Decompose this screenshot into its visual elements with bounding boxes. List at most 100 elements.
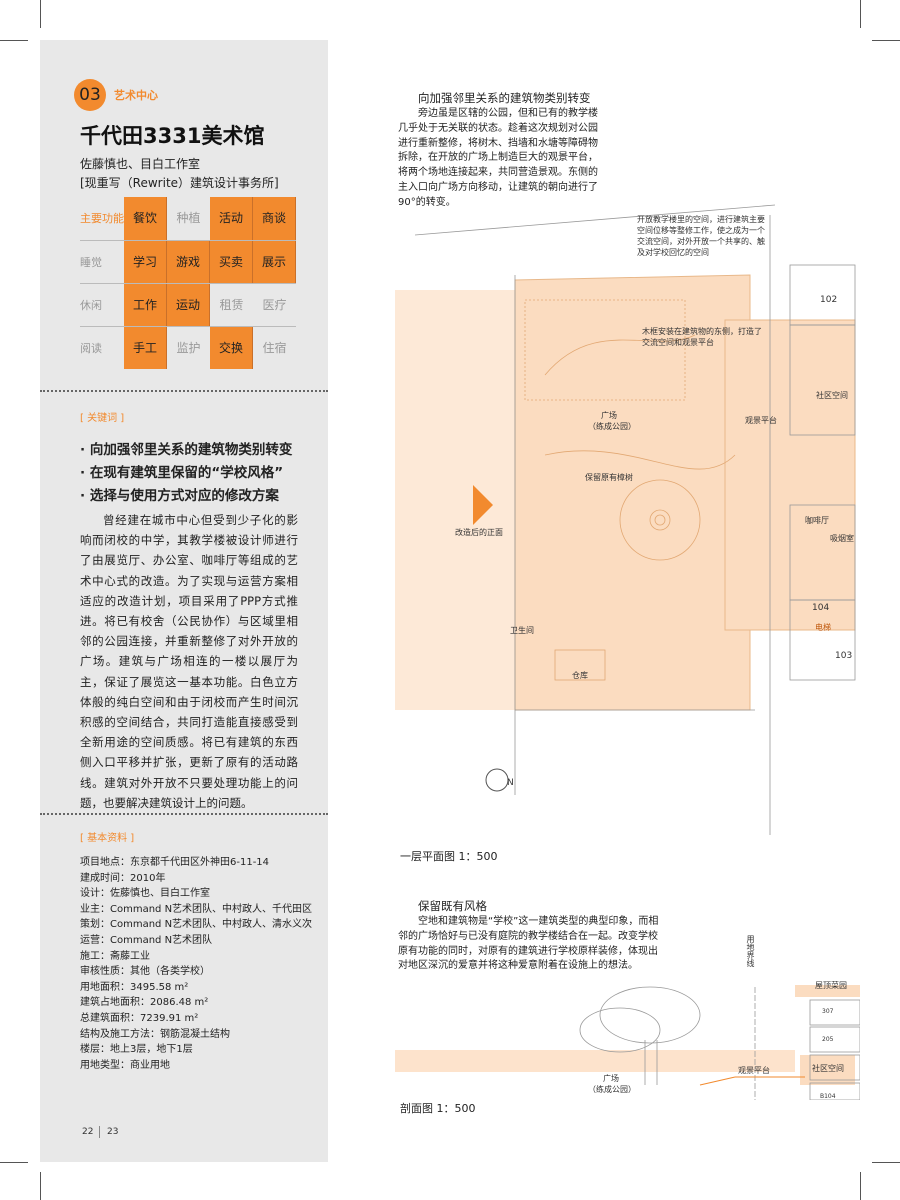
info-item: 施工：斋藤工业	[80, 950, 150, 962]
room-label: 吸烟室	[830, 534, 854, 543]
function-cell: 医疗	[262, 298, 287, 312]
basic-info-heading: [ 基本资料 ]	[80, 833, 135, 844]
firm: [现重写（Rewrite）建筑设计事务所]	[80, 176, 279, 190]
room-label: 电梯	[815, 623, 831, 632]
function-cell: 手工	[124, 327, 167, 369]
room-label: 104	[812, 603, 830, 613]
grid-row-label: 睡觉	[80, 256, 102, 269]
plan-note: 木框安装在建筑物的东侧，打造了交流空间和观景平台	[642, 327, 762, 347]
section-label: 用地界线	[746, 935, 755, 967]
page-number: 23	[107, 1127, 119, 1137]
keywords-heading: [ 关键词 ]	[80, 413, 125, 424]
north-arrow-icon	[485, 768, 509, 792]
info-item: 建筑占地面积：2086.48 m²	[80, 997, 209, 1009]
divider	[40, 390, 328, 392]
grid-row-label: 休闲	[80, 299, 102, 312]
ground-shade	[395, 1050, 795, 1072]
function-cell: 学习	[124, 241, 167, 283]
info-item: 用地面积：3495.58 m²	[80, 981, 189, 993]
section-label: 屋顶菜园	[815, 981, 847, 990]
crop-mark	[0, 40, 28, 41]
info-item: 总建筑面积：7239.91 m²	[80, 1012, 199, 1024]
plan-label: 改造后的正面	[455, 528, 503, 537]
section-label: B104	[820, 1093, 836, 1100]
crop-mark	[872, 40, 900, 41]
info-item: 业主：Command N艺术团队、中村政人、千代田区	[80, 903, 313, 915]
section-label: 观景平台	[738, 1066, 770, 1075]
section-text: 空地和建筑物是“学校”这一建筑类型的典型印象，而相邻的广场恰好与已没有庭院的教学…	[398, 916, 659, 972]
section-caption: 剖面图 1：500	[400, 1102, 476, 1115]
function-cell: 商谈	[253, 197, 296, 240]
crop-mark	[872, 1162, 900, 1163]
architect: 佐藤慎也、目白工作室	[80, 157, 201, 171]
page-title: 千代田3331美术馆	[80, 124, 265, 148]
section-drawing	[395, 985, 860, 1100]
room-label: 社区空间	[816, 391, 848, 400]
plan-label: （练成公园）	[588, 422, 636, 431]
crop-mark	[860, 1172, 861, 1200]
keyword-item: · 选择与使用方式对应的修改方案	[80, 488, 279, 504]
keyword-item: · 向加强邻里关系的建筑物类别转变	[80, 442, 293, 458]
section-label: 广场	[603, 1074, 619, 1083]
room-label: 咖啡厅	[805, 516, 829, 525]
section-label: 307	[822, 1008, 834, 1015]
floor-plan-drawing	[395, 204, 856, 835]
body-text: 曾经建在城市中心但受到少子化的影响而闭校的中学，其教学楼被设计师进行了由展览厅、…	[80, 513, 298, 810]
crop-mark	[40, 0, 41, 28]
plan-label: 保留原有樟树	[585, 473, 633, 482]
section-label: （练成公园）	[588, 1085, 636, 1094]
function-cell: 交换	[210, 327, 253, 369]
section-heading: 向加强邻里关系的建筑物类别转变	[418, 91, 591, 105]
function-cell: 运动	[167, 284, 210, 326]
section-text: 旁边虽是区辖的公园，但和已有的教学楼几乎处于无关联的状态。趁着这次规划对公园进行…	[398, 108, 598, 208]
section-heading: 保留既有风格	[418, 899, 487, 913]
category-label: 艺术中心	[114, 89, 158, 102]
divider	[99, 1126, 100, 1138]
info-item: 项目地点：东京都千代田区外神田6-11-14	[80, 857, 270, 868]
approach-shade	[395, 290, 515, 710]
info-item: 策划：Command N艺术团队、中村政人、清水义次	[80, 919, 313, 931]
entrance-arrow-icon	[473, 485, 493, 525]
function-cell: 游戏	[167, 241, 210, 283]
function-cell: 餐饮	[124, 197, 167, 240]
crop-mark	[40, 1172, 41, 1200]
divider	[40, 813, 328, 815]
grid-row: 休闲 工作运动租赁 医疗	[80, 283, 296, 326]
grid-row: 主要功能餐饮种植活动商谈	[80, 197, 296, 240]
function-cell: 活动	[210, 197, 253, 240]
room-label: 103	[835, 651, 853, 661]
room-label: 102	[820, 295, 838, 305]
info-item: 建成时间：2010年	[80, 872, 166, 884]
info-item: 运营：Command N艺术团队	[80, 934, 213, 946]
function-cell: 工作	[124, 284, 167, 326]
function-cell: 种植	[176, 211, 201, 225]
plan-label: 卫生间	[510, 626, 534, 635]
plan-caption: 一层平面图 1：500	[400, 850, 498, 863]
function-grid: 主要功能餐饮种植活动商谈睡觉 学习游戏买卖展示休闲 工作运动租赁 医疗阅读 手工监护交换…	[80, 197, 296, 369]
north-label: N	[507, 778, 514, 788]
info-item: 用地类型：商业用地	[80, 1059, 170, 1071]
plan-label: 广场	[601, 411, 617, 420]
section-label: 社区空间	[812, 1064, 844, 1073]
info-item: 审核性质：其他（各类学校）	[80, 966, 210, 978]
crop-mark	[860, 0, 861, 28]
grid-row: 睡觉 学习游戏买卖展示	[80, 240, 296, 283]
plan-note: 开放教学楼里的空间，进行建筑主要空间位移等整修工作，使之成为一个交流空间，对外开…	[637, 215, 765, 257]
plan-label: 仓库	[572, 671, 588, 680]
info-item: 结构及施工方法：钢筋混凝土结构	[80, 1028, 230, 1040]
function-cell: 买卖	[210, 241, 253, 283]
function-cell: 展示	[253, 241, 296, 283]
keyword-item: · 在现有建筑里保留的“学校风格”	[80, 465, 284, 481]
chapter-number-badge: 03	[74, 79, 106, 111]
grid-row: 阅读 手工监护交换住宿	[80, 326, 296, 369]
section-label: 205	[822, 1036, 834, 1043]
function-cell: 租赁	[219, 298, 244, 312]
function-cell: 住宿	[262, 341, 287, 355]
function-cell: 监护	[176, 341, 201, 355]
info-item: 楼层：地上3层，地下1层	[80, 1044, 193, 1056]
grid-row-label: 主要功能	[80, 212, 124, 225]
grid-row-label: 阅读	[80, 342, 102, 355]
crop-mark	[0, 1162, 28, 1163]
page-number: 22	[82, 1127, 94, 1137]
